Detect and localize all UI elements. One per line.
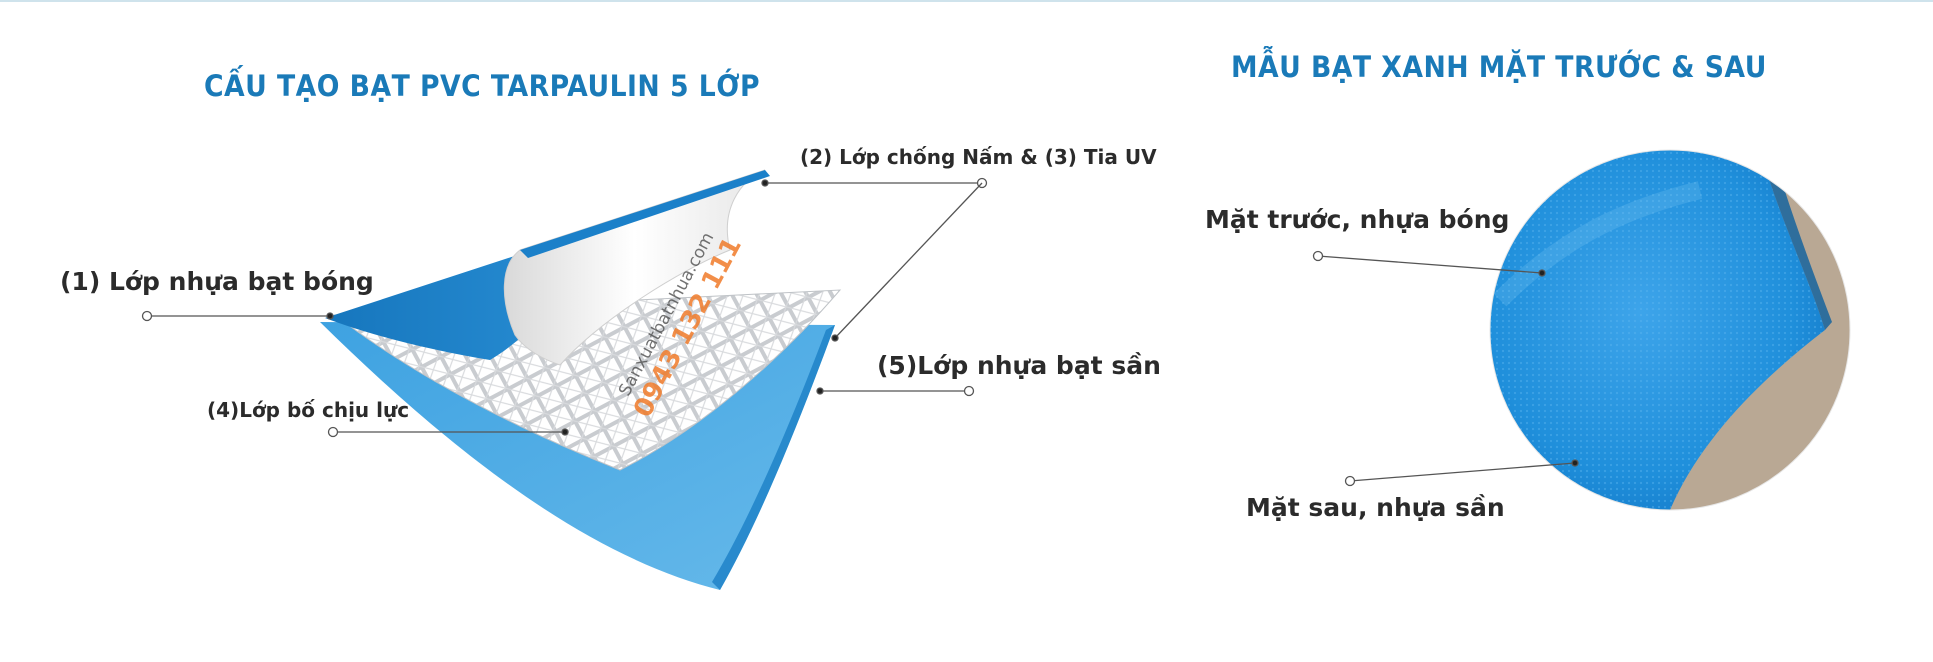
layers-diagram-title: CẤU TẠO BẠT PVC TARPAULIN 5 LỚP xyxy=(204,69,760,103)
label-layer-2-3: (2) Lớp chống Nấm & (3) Tia UV xyxy=(800,145,1157,169)
label-layer-5: (5)Lớp nhựa bạt sần xyxy=(877,351,1161,380)
leader-lines-left xyxy=(141,177,988,438)
top-border xyxy=(0,0,1933,2)
label-back-side: Mặt sau, nhựa sần xyxy=(1246,493,1505,522)
label-front-side: Mặt trước, nhựa bóng xyxy=(1205,205,1510,234)
label-layer-1: (1) Lớp nhựa bạt bóng xyxy=(60,267,374,296)
label-layer-4: (4)Lớp bố chịu lực xyxy=(207,398,410,422)
sample-title: MẪU BẠT XANH MẶT TRƯỚC & SAU xyxy=(1231,50,1767,84)
layer-2-3-anti-fungus-uv xyxy=(503,169,766,366)
leader-lines-right xyxy=(1312,250,1579,487)
sample-circle xyxy=(1490,150,1850,510)
